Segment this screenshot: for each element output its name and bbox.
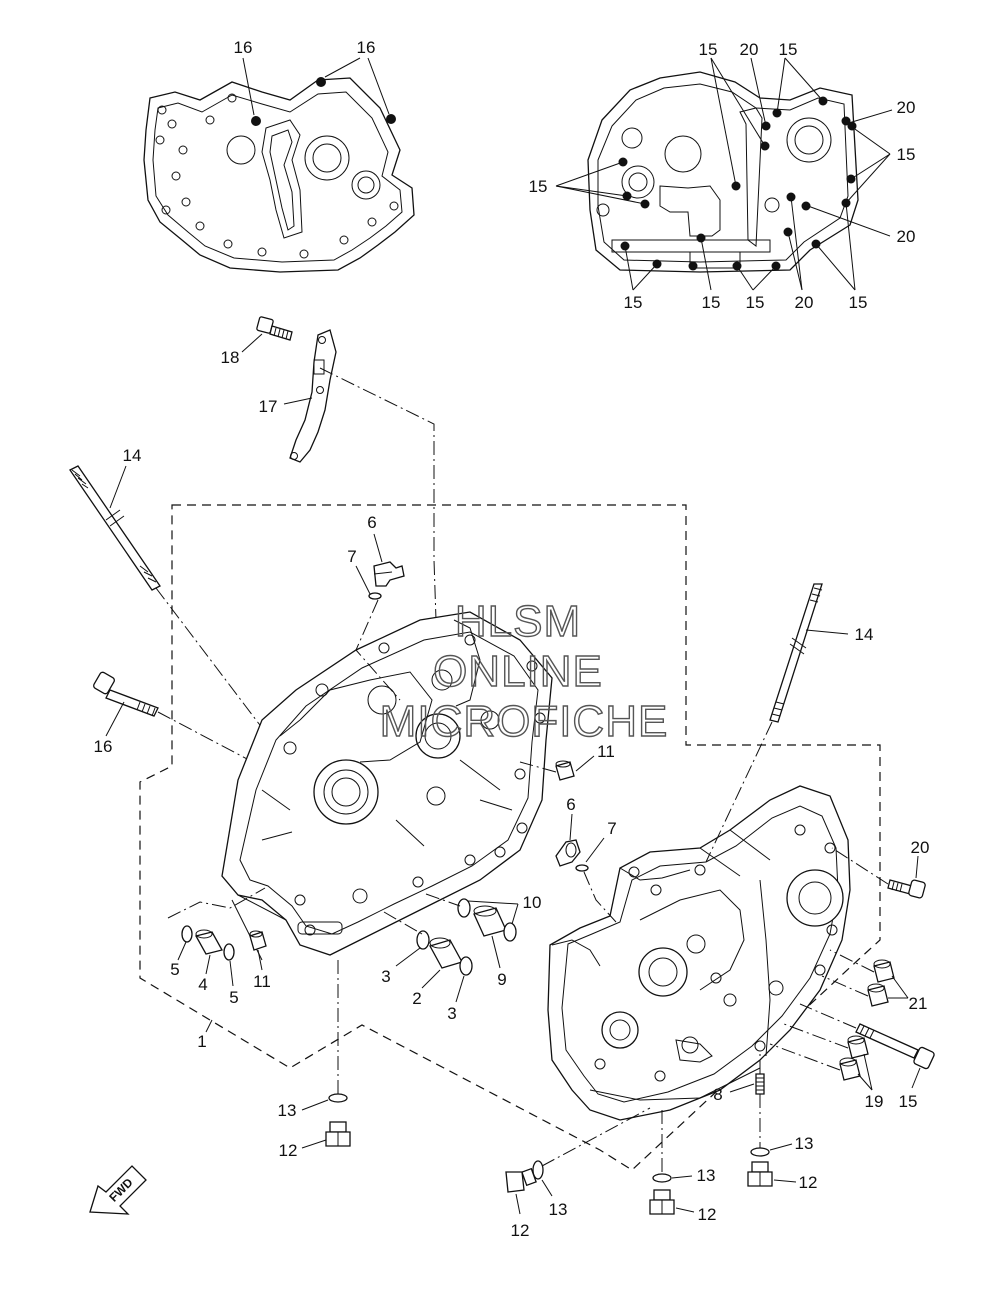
watermark-line-1: HLSM [455, 597, 581, 646]
callout-12: 12 [799, 1173, 818, 1192]
callout-10: 10 [523, 893, 542, 912]
callout-12: 12 [511, 1221, 530, 1240]
callout-5: 5 [170, 960, 179, 979]
washer-part-13 [328, 1093, 348, 1103]
o-ring-part-3 [416, 930, 430, 950]
callout-15: 15 [899, 1092, 918, 1111]
assembly-line [583, 871, 617, 923]
callout-15: 15 [849, 293, 868, 312]
forward-direction-arrow: FWD [89, 1165, 147, 1215]
left-crankcase-half [221, 611, 553, 961]
dowel-part-21 [867, 959, 895, 1007]
callout-16: 16 [94, 737, 113, 756]
watermark-line-2: ONLINE [433, 647, 603, 696]
callout-16: 16 [234, 38, 253, 57]
o-ring-part-10 [457, 898, 471, 918]
callout-12: 12 [279, 1141, 298, 1160]
callout-16: 16 [357, 38, 376, 57]
callout-8: 8 [713, 1085, 722, 1104]
callout-15: 15 [702, 293, 721, 312]
callout-15: 15 [897, 145, 916, 164]
assembly-line [167, 887, 266, 919]
callout-3: 3 [381, 967, 390, 986]
callout-21: 21 [909, 994, 928, 1013]
callout-15: 15 [779, 40, 798, 59]
callout-11: 11 [253, 972, 271, 991]
right-crankcase-half [547, 785, 851, 1121]
callout-20: 20 [740, 40, 759, 59]
callout-13: 13 [697, 1166, 716, 1185]
callout-6: 6 [566, 795, 575, 814]
drain-bolt-part-12 [649, 1189, 675, 1215]
callout-17: 17 [259, 397, 278, 416]
bolt-part-16 [93, 671, 159, 717]
callout-9: 9 [497, 970, 506, 989]
bolt-part-18 [256, 316, 293, 341]
callout-19: 19 [865, 1092, 884, 1111]
callout-18: 18 [221, 348, 240, 367]
drain-bolt-part-12 [505, 1167, 537, 1193]
bushing-part-4 [195, 929, 223, 955]
callout-3: 3 [447, 1004, 456, 1023]
o-ring-part-5 [223, 943, 235, 961]
inset-left-case-bolt-pattern [143, 57, 415, 273]
callout-13: 13 [795, 1134, 814, 1153]
sensor-part-6-right [555, 839, 589, 872]
o-ring-part-3 [459, 956, 473, 976]
assembly-1-boundary [139, 504, 881, 1171]
callout-14: 14 [855, 625, 874, 644]
callout-6: 6 [367, 513, 376, 532]
bolt-part-20 [887, 879, 926, 899]
callout-7: 7 [347, 547, 356, 566]
callout-1: 1 [197, 1032, 206, 1051]
callout-15: 15 [746, 293, 765, 312]
dowel-part-11-lower [249, 930, 267, 951]
callout-20: 20 [897, 98, 916, 117]
bushing-part-9 [473, 905, 507, 937]
callout-12: 12 [698, 1205, 717, 1224]
watermark: HLSM ONLINE MICROFICHE [379, 596, 669, 746]
callout-11: 11 [597, 742, 615, 761]
o-ring-part-10 [503, 922, 517, 942]
stud-bolt-part-14-right [769, 583, 823, 723]
callout-5: 5 [229, 988, 238, 1007]
bolt-part-15 [855, 1023, 935, 1070]
washer-part-13 [532, 1160, 544, 1180]
callout-20: 20 [911, 838, 930, 857]
callout-13: 13 [278, 1101, 297, 1120]
sensor-part-6-left [368, 561, 405, 600]
callout-2: 2 [412, 989, 421, 1008]
o-ring-part-5 [181, 925, 193, 943]
dowel-part-11-upper [555, 760, 575, 781]
bushing-part-2 [429, 937, 463, 969]
assembly-line [355, 599, 401, 701]
inset-right-case-bolt-pattern [555, 57, 893, 291]
drain-bolt-part-12 [325, 1121, 351, 1147]
callout-20: 20 [897, 227, 916, 246]
callout-15: 15 [699, 40, 718, 59]
watermark-line-3: MICROFICHE [380, 697, 669, 746]
stud-bolt-part-14-left [69, 465, 161, 591]
callout-7: 7 [607, 819, 616, 838]
callout-15: 15 [624, 293, 643, 312]
drain-bolt-part-12 [747, 1161, 773, 1187]
callout-15: 15 [529, 177, 548, 196]
callout-20: 20 [795, 293, 814, 312]
washer-part-13 [652, 1173, 672, 1183]
callout-13: 13 [549, 1200, 568, 1219]
assembly-line [319, 367, 437, 621]
callout-14: 14 [123, 446, 142, 465]
stud-part-8 [755, 1073, 765, 1095]
bracket-part-17 [289, 329, 337, 463]
callout-4: 4 [198, 975, 207, 994]
dowel-part-19 [839, 1035, 869, 1081]
washer-part-13 [750, 1147, 770, 1157]
